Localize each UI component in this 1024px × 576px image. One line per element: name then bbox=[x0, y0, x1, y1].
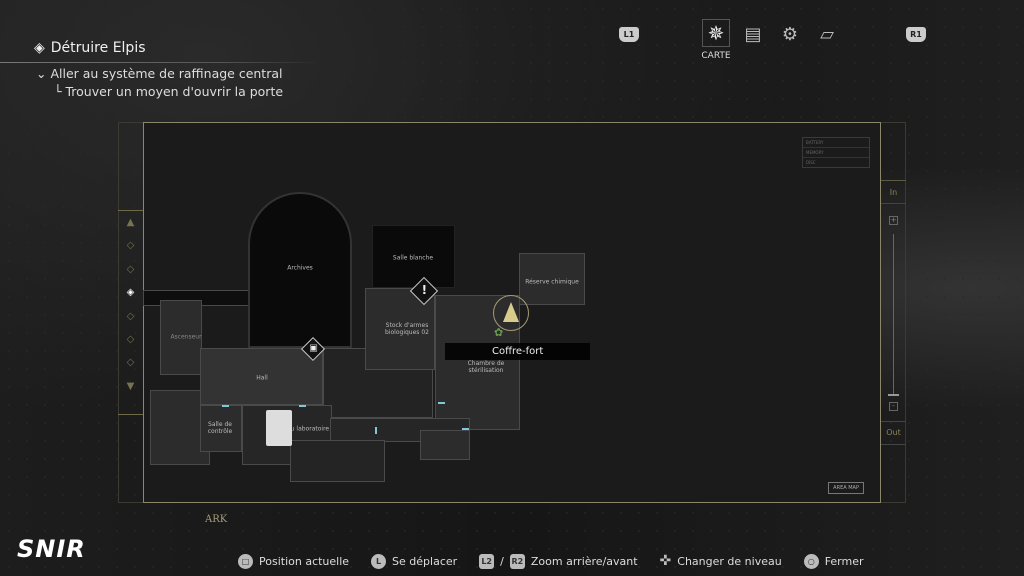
square-button-icon: □ bbox=[238, 553, 253, 569]
l2-button-icon: L2 bbox=[479, 553, 495, 569]
dpad-icon: ✜ bbox=[659, 553, 672, 569]
divider bbox=[0, 62, 320, 63]
circle-button-icon: ○ bbox=[803, 553, 819, 569]
zoom-in-button[interactable]: + bbox=[889, 216, 898, 225]
tab-upgrades[interactable]: ⚙ bbox=[776, 20, 804, 48]
tab-map[interactable]: ✵ bbox=[702, 19, 730, 47]
hint-current-position[interactable]: Position actuelle bbox=[259, 554, 350, 568]
inventory-case-icon: ▤ bbox=[744, 23, 762, 45]
objective-substep: └ Trouver un moyen d'ouvrir la porte bbox=[54, 84, 283, 99]
level-selector[interactable]: ▲ ◇ ◇ ◈ ◇ ◇ ◇ ▼ bbox=[118, 210, 143, 415]
area-name: ARK bbox=[205, 514, 228, 525]
terminal-icon: ▣ bbox=[309, 343, 318, 354]
level-item[interactable]: ◇ bbox=[126, 310, 135, 322]
room-label-ascenseur: Ascenseur bbox=[170, 333, 202, 341]
status-disc: DISC bbox=[806, 160, 816, 165]
objective-title: ◈ Détruire Elpis bbox=[34, 40, 146, 56]
area-map-button[interactable]: AREA MAP bbox=[828, 482, 864, 494]
compass-icon: ✵ bbox=[707, 21, 725, 45]
status-panel: BATTERY MEMORY DISC bbox=[802, 137, 870, 168]
hint-change-level[interactable]: Changer de niveau bbox=[677, 554, 782, 568]
current-location-label: Coffre-fort bbox=[445, 343, 590, 360]
r1-button[interactable]: R1 bbox=[906, 27, 926, 42]
objective-step-text: Aller au système de raffinage central bbox=[50, 66, 283, 81]
item-box-icon[interactable] bbox=[266, 410, 292, 446]
player-position-ring bbox=[493, 295, 529, 331]
status-memory: MEMORY bbox=[803, 148, 869, 158]
herb-icon[interactable]: ✿ bbox=[494, 326, 504, 339]
button-hints: □ Position actuelle L Se déplacer L2 / R… bbox=[238, 553, 864, 569]
level-up-button[interactable]: ▲ bbox=[126, 217, 135, 228]
tab-inventory[interactable]: ▤ bbox=[739, 20, 767, 48]
hint-separator: / bbox=[500, 554, 504, 568]
hint-move[interactable]: Se déplacer bbox=[392, 554, 458, 568]
level-item[interactable]: ◇ bbox=[126, 263, 135, 275]
level-item-selected[interactable]: ◈ bbox=[126, 287, 135, 299]
chevron-down-icon: ⌄ bbox=[36, 66, 51, 81]
r2-button-icon: R2 bbox=[509, 553, 525, 569]
branch-icon: └ bbox=[54, 84, 66, 99]
room-label-reserve: Réserve chimique bbox=[525, 278, 579, 286]
gears-icon: ⚙ bbox=[781, 23, 799, 45]
l1-button[interactable]: L1 bbox=[619, 27, 639, 42]
room-label-hall: Hall bbox=[256, 374, 268, 382]
hint-zoom[interactable]: Zoom arrière/avant bbox=[530, 554, 638, 568]
level-item[interactable]: ◇ bbox=[126, 240, 135, 252]
zoom-out-button[interactable]: - bbox=[889, 402, 898, 411]
objective-substep-text: Trouver un moyen d'ouvrir la porte bbox=[65, 84, 284, 99]
tab-map-label: CARTE bbox=[701, 51, 731, 61]
exclamation-icon: ! bbox=[421, 283, 428, 298]
diamond-icon: ◈ bbox=[34, 40, 45, 56]
level-down-button[interactable]: ▼ bbox=[126, 380, 135, 392]
player-arrow-icon bbox=[503, 302, 519, 322]
logo: SNIR bbox=[17, 535, 86, 563]
status-battery: BATTERY bbox=[803, 138, 869, 148]
room-label-stock: Stock d'armes biologiques 02 bbox=[385, 322, 429, 336]
zoom-slider-track[interactable] bbox=[893, 234, 894, 395]
left-stick-icon: L bbox=[371, 553, 387, 569]
zoom-in-label: In bbox=[881, 181, 906, 204]
level-item[interactable]: ◇ bbox=[126, 357, 135, 369]
level-item[interactable]: ◇ bbox=[126, 333, 135, 345]
objective-title-text: Détruire Elpis bbox=[50, 40, 146, 56]
zoom-control[interactable]: In + - Out bbox=[881, 180, 906, 450]
room-label-sterilisation: Chambre de stérilisation bbox=[467, 360, 505, 374]
room-label-archives: Archives bbox=[287, 264, 313, 272]
folder-icon: ▱ bbox=[820, 23, 834, 45]
tab-files[interactable]: ▱ bbox=[813, 20, 841, 48]
room-label-salle-blanche: Salle blanche bbox=[392, 254, 434, 262]
zoom-out-label: Out bbox=[881, 421, 906, 445]
objective-step: ⌄ Aller au système de raffinage central bbox=[36, 66, 282, 81]
zoom-slider-handle[interactable] bbox=[888, 394, 899, 396]
room-label-controle: Salle de contrôle bbox=[207, 421, 233, 435]
hint-close[interactable]: Fermer bbox=[824, 554, 864, 568]
room-label-labo: du laboratoire bbox=[286, 425, 330, 433]
